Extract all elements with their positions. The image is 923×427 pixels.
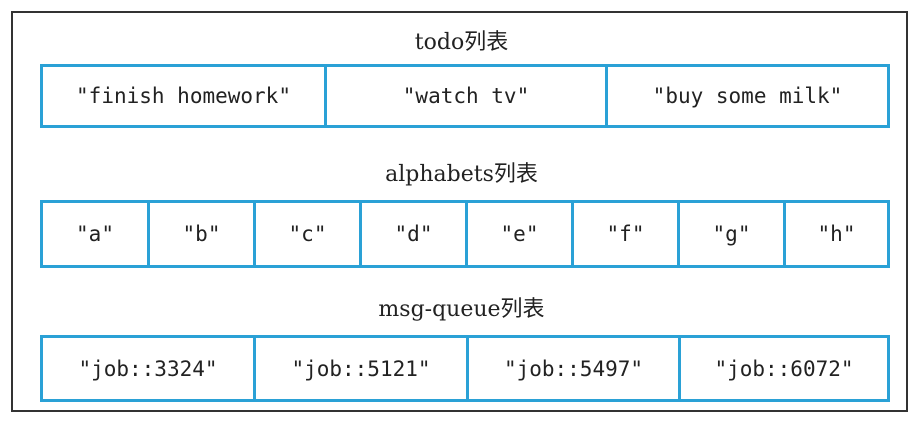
msg-queue-list: "job::3324" "job::5121" "job::5497" "job…	[40, 335, 890, 402]
list-item: "b"	[150, 203, 256, 265]
list-item: "watch tv"	[327, 67, 608, 125]
list-item: "h"	[817, 222, 856, 246]
todo-list-title: todo列表	[414, 30, 509, 55]
todo-list: "finish homework" "watch tv" "buy some m…	[40, 64, 890, 128]
alphabets-list: "a" "b" "c" "d" "e" "f" "g" "h"	[40, 200, 890, 268]
list-item: "job::6072"	[714, 356, 854, 381]
list-item: "job::3324"	[43, 338, 256, 399]
list-item: "c"	[256, 203, 362, 265]
alphabets-list-title: alphabets列表	[385, 162, 538, 187]
list-item: "job::5497"	[469, 338, 681, 399]
list-item: "d"	[362, 203, 468, 265]
list-item: "job::5121"	[256, 338, 469, 399]
list-item: "buy some milk"	[652, 84, 843, 108]
list-item: "g"	[680, 203, 786, 265]
list-item: "finish homework"	[43, 67, 327, 125]
list-item: "f"	[574, 203, 680, 265]
msg-queue-list-title: msg-queue列表	[378, 297, 545, 322]
list-item: "a"	[43, 203, 150, 265]
list-item: "e"	[468, 203, 574, 265]
